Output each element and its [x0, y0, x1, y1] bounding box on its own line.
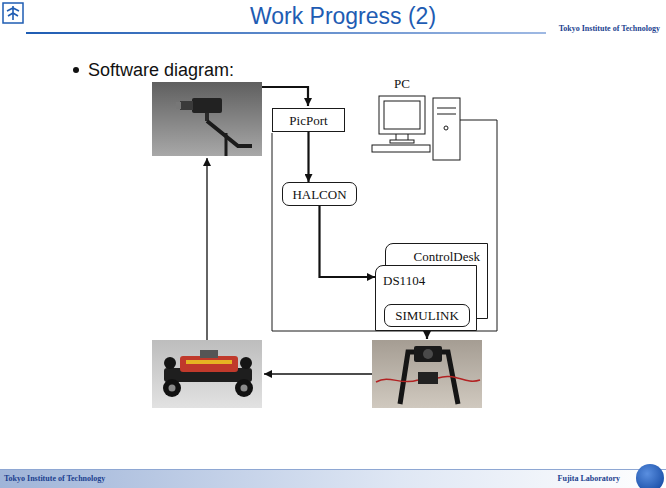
bullet — [73, 67, 79, 73]
software-box: HALCON — [282, 182, 357, 206]
box-label: SIMULINK — [395, 308, 459, 323]
header-rule — [26, 32, 546, 34]
signal-arrow — [320, 206, 376, 277]
car-photo — [152, 340, 262, 408]
page-dot — [636, 464, 664, 488]
view-arrow — [206, 158, 207, 340]
computer-icon — [372, 96, 460, 160]
board-box: DS1104SIMULINK — [375, 265, 477, 331]
box-label: DS1104 — [383, 273, 425, 288]
logo — [3, 3, 23, 23]
bullet-text: Software diagram: — [88, 59, 234, 81]
command-arrow — [426, 331, 428, 339]
footer-left: Tokyo Institute of Technology — [4, 474, 105, 484]
signal-arrow — [307, 132, 309, 182]
camera-photo — [152, 82, 262, 156]
box-label: ControlDesk — [414, 249, 480, 264]
model-box: SIMULINK — [384, 304, 470, 327]
pc-label: PC — [394, 76, 410, 91]
footer-right: Fujita Laboratory — [558, 474, 620, 484]
box-label: PicPort — [289, 113, 327, 128]
servo-rig-photo — [372, 340, 482, 408]
actuation-arrow — [264, 373, 372, 374]
footer-bar — [0, 469, 666, 488]
footer-rule — [0, 469, 666, 470]
box-label: HALCON — [292, 187, 346, 202]
pc-frame — [272, 120, 497, 331]
interface-box: PicPort — [272, 108, 345, 132]
header-caption: Tokyo Institute of Technology — [559, 24, 660, 34]
image-arrow — [262, 87, 308, 106]
